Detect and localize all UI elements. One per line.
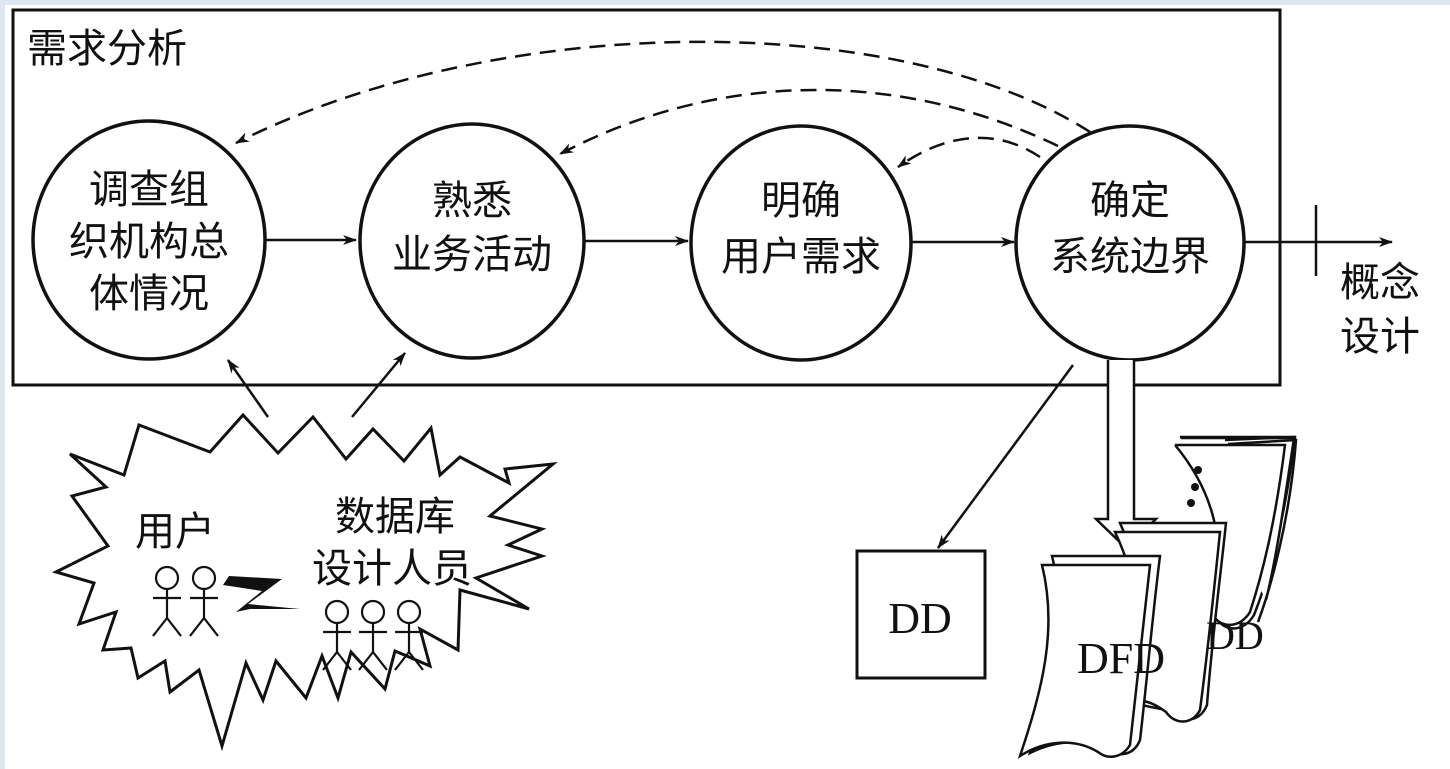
data-dictionary-box: DD [855, 549, 987, 680]
node-business-line-2: 业务活动 [392, 232, 552, 278]
feedback-arrow-to-requirements [897, 136, 1041, 169]
output-label-line-1: 概念 [1340, 260, 1420, 306]
node-requirements-line-2: 用户需求 [721, 234, 881, 280]
document-page-dfd [1017, 554, 1162, 759]
designer-figure-icon [322, 599, 352, 671]
user-figure-icon [189, 565, 219, 637]
phase-title: 需求分析 [27, 26, 187, 72]
stack-dd-label: DD [1206, 613, 1264, 658]
arrow-participants-to-business [351, 352, 406, 418]
users-figures [152, 565, 219, 637]
arrow-participants-to-survey [226, 359, 270, 418]
node-survey: 调查组 织机构总 体情况 [31, 119, 267, 361]
feedback-arrow-to-business [559, 88, 1059, 156]
designers-label-line-1: 数据库 [335, 494, 455, 540]
node-requirements-line-1: 明确 [761, 178, 841, 224]
node-boundary-line-2: 系统边界 [1050, 234, 1210, 280]
participants-starburst [51, 412, 558, 752]
arrow-boundary-to-dd [936, 364, 1075, 549]
node-survey-line-3: 体情况 [89, 271, 209, 317]
user-figure-icon [152, 565, 182, 637]
communication-bolt-icon [223, 576, 300, 612]
feedback-arrow-to-survey [235, 40, 1091, 145]
node-survey-circle [31, 119, 267, 361]
node-business-circle [358, 122, 586, 360]
document-stack [1017, 435, 1298, 759]
designers-label-line-2: 设计人员 [312, 546, 472, 592]
node-survey-line-1: 调查组 [89, 167, 209, 213]
node-business: 熟悉 业务活动 [358, 122, 586, 360]
window-edge-left [0, 0, 5, 769]
node-requirements: 明确 用户需求 [689, 124, 913, 362]
designer-figure-icon [394, 599, 424, 671]
window-edge-top [0, 0, 1450, 5]
node-boundary-line-1: 确定 [1090, 178, 1170, 224]
node-requirements-circle [689, 124, 913, 362]
ellipsis-mark [1187, 466, 1202, 507]
dd-box-label: DD [888, 594, 952, 643]
node-business-line-1: 熟悉 [432, 178, 512, 224]
node-survey-line-2: 织机构总 [69, 219, 229, 265]
requirements-analysis-box [11, 8, 1282, 387]
hollow-arrow-boundary-to-documents [1092, 360, 1160, 550]
users-label: 用户 [135, 509, 215, 555]
designer-figure-icon [358, 599, 388, 671]
stack-dfd-label: DFD [1077, 634, 1165, 683]
output-label-line-2: 设计 [1340, 314, 1420, 360]
document-page-ellipsis [1174, 435, 1297, 630]
designers-figures [322, 599, 424, 671]
node-boundary: 确定 系统边界 [1014, 124, 1246, 362]
